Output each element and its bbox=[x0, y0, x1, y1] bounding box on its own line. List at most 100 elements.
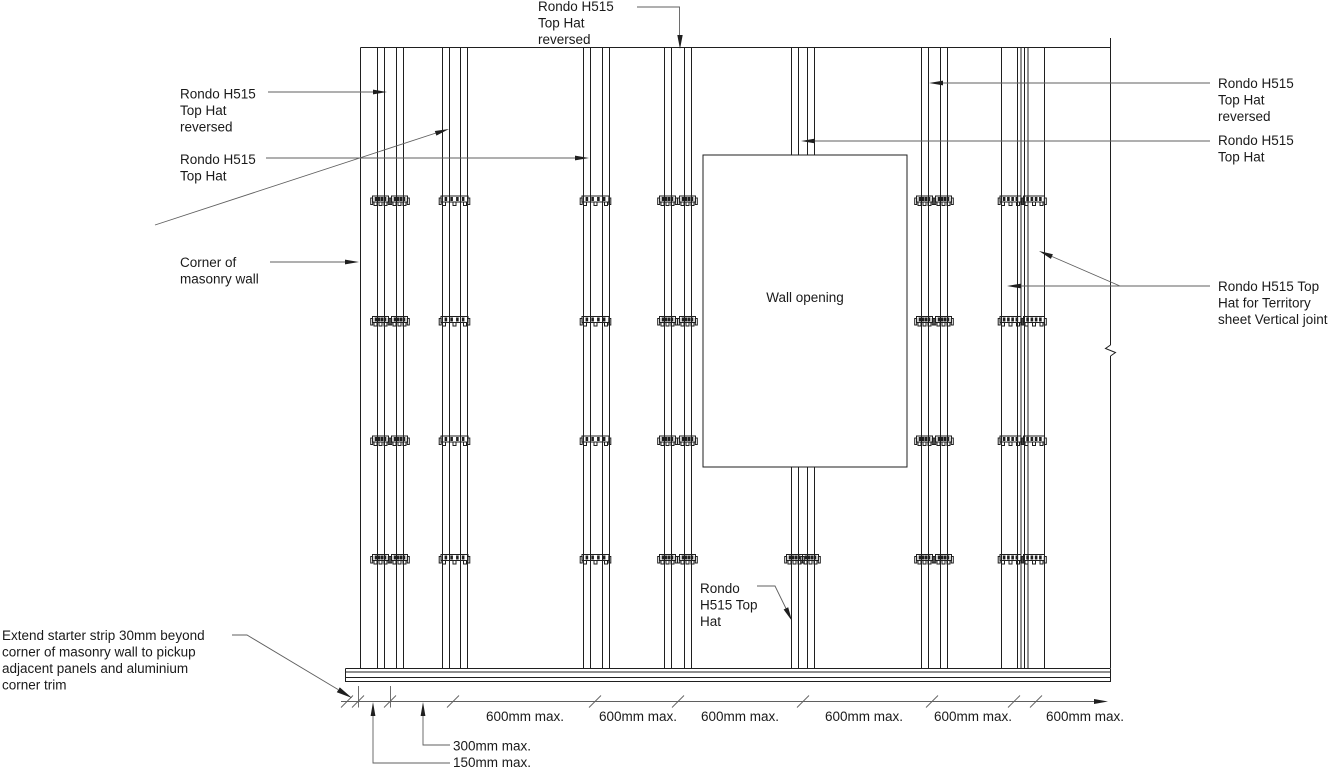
label-line: masonry wall bbox=[180, 272, 259, 287]
fixing-clip bbox=[657, 435, 678, 446]
label-line: Hat for Territory bbox=[1218, 296, 1311, 311]
dimension-line bbox=[340, 686, 1095, 708]
fixing-clip bbox=[914, 435, 935, 446]
fixing-clip bbox=[677, 316, 698, 327]
dimension-tick bbox=[1029, 695, 1043, 708]
dimension-tick bbox=[446, 695, 460, 708]
arrow-left-icon bbox=[801, 138, 815, 144]
fixing-clip bbox=[389, 195, 410, 206]
label-right-reversed: Rondo H515 Top Hat reversed bbox=[1218, 76, 1294, 124]
leader-top-reversed bbox=[637, 6, 680, 36]
arrow-up-icon bbox=[370, 702, 376, 716]
furring-channels bbox=[377, 48, 1045, 668]
fixing-clip bbox=[438, 554, 471, 565]
label-line: Extend starter strip 30mm beyond bbox=[2, 628, 205, 643]
label-line: Rondo bbox=[700, 581, 740, 596]
leader-left-tophat-diagonal bbox=[154, 132, 437, 226]
dim-label-300mm: 300mm max. bbox=[453, 739, 531, 754]
fixing-clip bbox=[370, 435, 391, 446]
label-line: reversed bbox=[1218, 109, 1271, 124]
dimension-tick bbox=[588, 695, 602, 708]
leader-150mm bbox=[372, 715, 450, 764]
label-line: Top Hat bbox=[1218, 93, 1265, 108]
dimension-tick bbox=[671, 695, 685, 708]
starter-strip bbox=[345, 668, 1111, 682]
label-starter-note: Extend starter strip 30mm beyond corner … bbox=[2, 628, 205, 693]
fixing-clip bbox=[914, 316, 935, 327]
arrow-diagonal-icon bbox=[783, 607, 792, 621]
dim-label-600mm: 600mm max. bbox=[486, 709, 564, 724]
leader-lines bbox=[154, 6, 1210, 764]
label-line: corner trim bbox=[2, 678, 67, 693]
wall-opening: Wall opening bbox=[702, 154, 908, 468]
dimension-tick bbox=[796, 695, 810, 708]
dimension-tick bbox=[1007, 695, 1021, 708]
fixing-clip bbox=[370, 316, 391, 327]
label-line: Top Hat bbox=[538, 16, 585, 31]
arrow-left-icon bbox=[929, 80, 943, 86]
fixing-clip bbox=[997, 316, 1024, 327]
label-left-reversed: Rondo H515 Top Hat reversed bbox=[180, 87, 256, 135]
fixing-clip bbox=[389, 316, 410, 327]
arrow-up-icon bbox=[420, 702, 426, 716]
label-line: sheet Vertical joint bbox=[1218, 312, 1328, 327]
label-line: Rondo H515 bbox=[180, 87, 256, 102]
label-left-top-hat: Rondo H515 Top Hat bbox=[180, 152, 256, 184]
label-line: Top Hat bbox=[180, 169, 227, 184]
fixing-clip bbox=[933, 435, 954, 446]
fixing-clip bbox=[914, 195, 935, 206]
fixing-clip bbox=[657, 554, 678, 565]
label-line: Top Hat bbox=[1218, 150, 1265, 165]
leader-starter-note bbox=[232, 634, 339, 690]
fixing-clip bbox=[1021, 435, 1047, 446]
label-top-reversed: Rondo H515 Top Hat reversed bbox=[538, 0, 614, 47]
fixing-clip bbox=[579, 435, 612, 446]
fixing-clip bbox=[933, 316, 954, 327]
fixing-clip bbox=[657, 316, 678, 327]
leader-bottom-tophat bbox=[757, 585, 787, 609]
label-line: Rondo H515 Top bbox=[1218, 279, 1319, 294]
fixing-clip bbox=[579, 316, 612, 327]
dimension-tick bbox=[383, 695, 397, 708]
label-line: reversed bbox=[538, 32, 591, 47]
label-line: H515 Top bbox=[700, 598, 758, 613]
label-line: corner of masonry wall to pickup bbox=[2, 645, 196, 660]
fixing-clip bbox=[579, 554, 612, 565]
fixing-clip bbox=[370, 195, 391, 206]
arrow-right-icon bbox=[345, 259, 359, 265]
label-territory-joint: Rondo H515 Top Hat for Territory sheet V… bbox=[1218, 279, 1328, 327]
fixing-clip bbox=[677, 195, 698, 206]
wall-outline bbox=[360, 38, 1117, 668]
label-line: Rondo H515 bbox=[1218, 76, 1294, 91]
arrow-diagonal-icon bbox=[1039, 251, 1053, 259]
fixing-clip bbox=[1021, 195, 1047, 206]
label-bottom-top-hat: Rondo H515 Top Hat bbox=[700, 581, 758, 629]
arrowheads bbox=[336, 35, 1108, 716]
arrow-diagonal-icon bbox=[336, 687, 352, 698]
fixing-clip bbox=[438, 316, 471, 327]
fixing-clip bbox=[933, 554, 954, 565]
arrow-right-icon bbox=[373, 89, 387, 95]
dimension-tick bbox=[925, 695, 939, 708]
dim-label-150mm: 150mm max. bbox=[453, 755, 531, 768]
fixing-clips bbox=[370, 195, 1047, 565]
arrow-diagonal-icon bbox=[434, 129, 449, 136]
fixing-clip bbox=[1021, 554, 1047, 565]
label-line: Corner of bbox=[180, 255, 237, 270]
fixing-clip bbox=[389, 435, 410, 446]
dimension-labels: 600mm max.600mm max.600mm max.600mm max.… bbox=[486, 709, 1124, 724]
label-line: reversed bbox=[180, 120, 233, 135]
fixing-clip bbox=[438, 435, 471, 446]
fixing-clip bbox=[370, 554, 391, 565]
fixing-clip bbox=[389, 554, 410, 565]
fixing-clip bbox=[800, 554, 821, 565]
label-line: Rondo H515 bbox=[180, 152, 256, 167]
wall-opening-outline bbox=[702, 154, 908, 468]
dim-label-600mm: 600mm max. bbox=[934, 709, 1012, 724]
arrow-right-icon bbox=[1094, 699, 1108, 704]
label-line: Hat bbox=[700, 614, 721, 629]
dim-label-600mm: 600mm max. bbox=[701, 709, 779, 724]
label-line: adjacent panels and aluminium bbox=[2, 661, 188, 676]
